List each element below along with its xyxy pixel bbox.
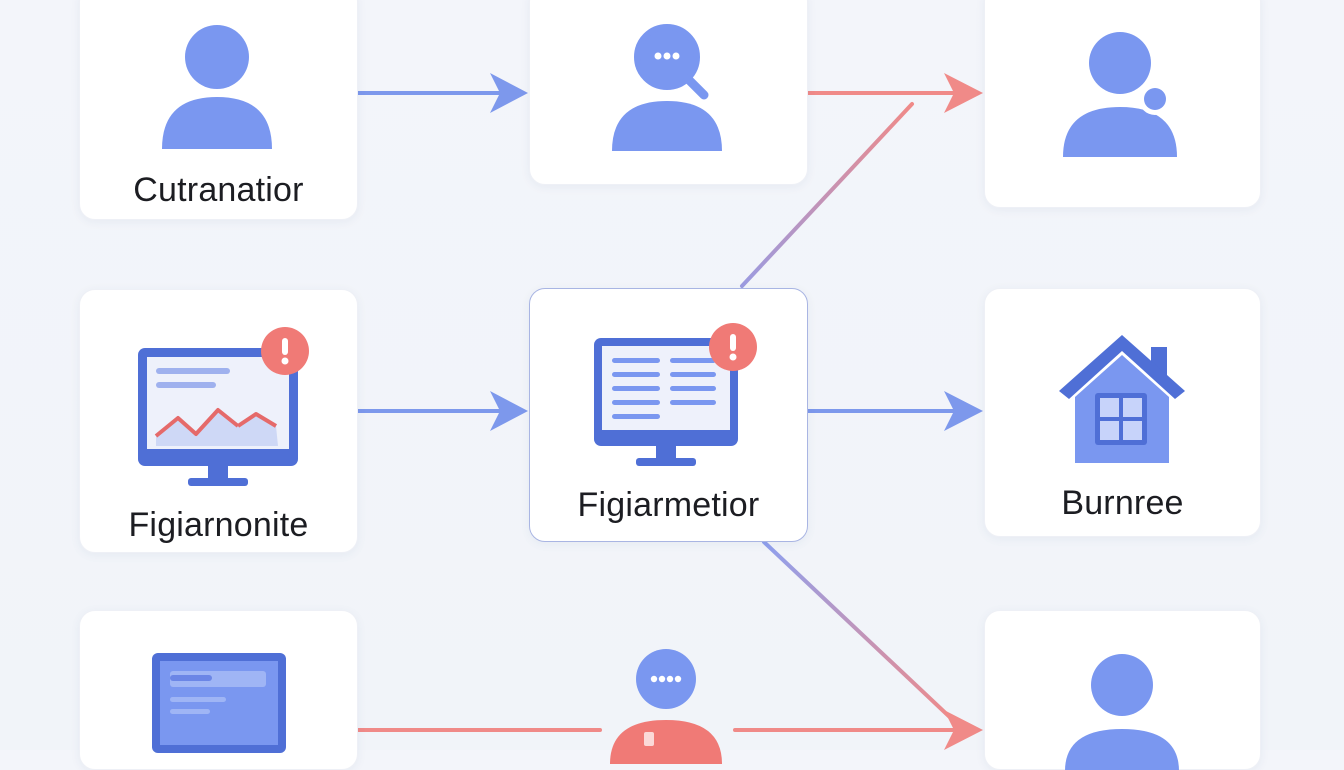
node-user-status[interactable]	[984, 0, 1261, 208]
node-label: Burnree	[1061, 484, 1184, 522]
edge-n5-n9-diagonal	[762, 540, 957, 724]
node-user-search[interactable]	[529, 0, 808, 185]
edge-n1-n2	[356, 73, 528, 113]
node-monitor[interactable]	[79, 610, 358, 770]
monitor-list-alert-icon	[594, 323, 757, 466]
node-figiarmetior[interactable]: Figiarmetior	[529, 288, 808, 542]
edge-n4-n5	[356, 391, 528, 431]
node-cutranatior[interactable]: Cutranatior	[79, 0, 358, 220]
diagram-edges	[356, 73, 983, 750]
house-icon	[1059, 335, 1185, 463]
edge-n8-n9	[733, 710, 983, 750]
user-status-icon	[1063, 32, 1177, 157]
edge-n5-n3-diagonal	[740, 102, 914, 288]
node-label: Cutranatior	[133, 171, 304, 209]
user-icon	[1065, 654, 1179, 770]
monitor-chart-alert-icon	[138, 327, 309, 486]
monitor-icon	[152, 653, 286, 753]
node-figiarnonite[interactable]: Figiarnonite	[79, 289, 358, 553]
node-burnree[interactable]: Burnree	[984, 288, 1261, 537]
user-chat-icon[interactable]	[606, 644, 730, 764]
node-user[interactable]	[984, 610, 1261, 770]
user-icon	[162, 25, 272, 149]
node-label: Figiarnonite	[128, 506, 309, 544]
user-search-icon	[612, 24, 722, 151]
edge-n2-n3	[806, 73, 983, 113]
edge-n5-n6	[806, 391, 983, 431]
node-label: Figiarmetior	[577, 486, 760, 524]
